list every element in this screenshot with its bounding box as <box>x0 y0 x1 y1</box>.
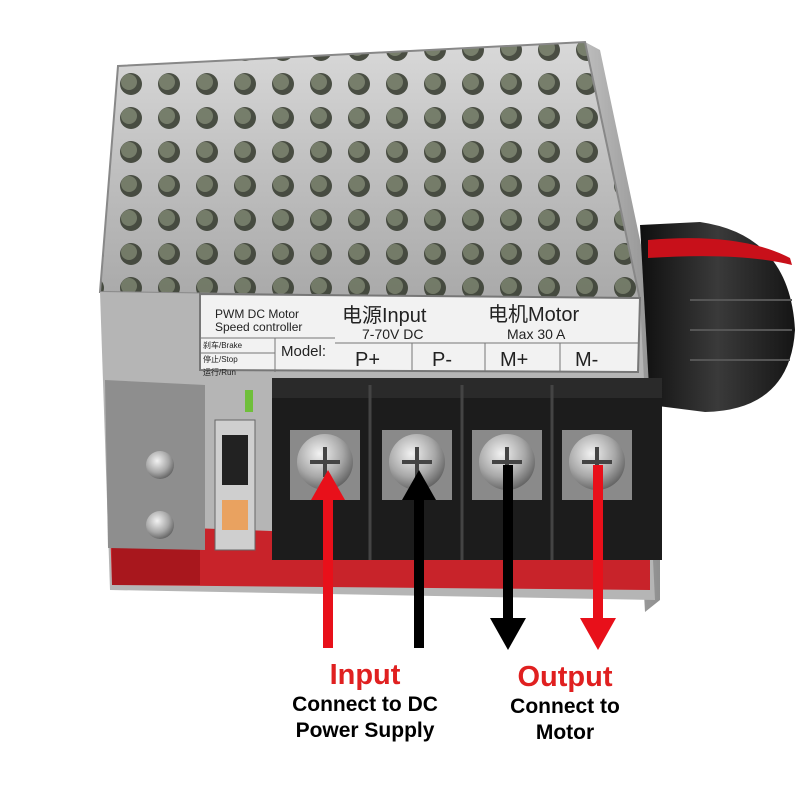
product-label: PWM DC Motor Speed controller 刹车/Brake 停… <box>199 292 642 377</box>
led-icon <box>245 390 253 412</box>
input-positive-arrow-icon <box>311 470 345 648</box>
output-positive-arrow-icon <box>490 465 526 650</box>
label-model: Model: <box>281 343 326 360</box>
mounting-screw-icon <box>146 451 174 479</box>
input-caption: Input Connect to DC Power Supply <box>270 658 460 744</box>
input-caption-line-2: Power Supply <box>295 719 435 742</box>
input-caption-line-1: Connect to DC <box>292 693 438 716</box>
terminal-screw-p-minus[interactable] <box>382 430 452 500</box>
label-line-1: PWM DC Motor <box>215 307 299 321</box>
label-run: 运行/Run <box>203 367 236 377</box>
output-negative-arrow-icon <box>580 465 616 650</box>
output-caption: Output Connect to Motor <box>490 660 640 746</box>
label-input-title: 电源Input <box>342 304 427 327</box>
terminal-label-m-minus: M- <box>575 349 598 371</box>
mounting-screw-icon <box>146 511 174 539</box>
housing-top <box>98 40 642 302</box>
label-current: Max 30 A <box>507 326 566 342</box>
label-stop: 停止/Stop <box>203 354 238 364</box>
input-negative-arrow-icon <box>402 470 436 648</box>
terminal-screw-p-plus[interactable] <box>290 430 360 500</box>
terminal-label-p-plus: P+ <box>355 349 380 371</box>
label-voltage: 7-70V DC <box>362 326 423 342</box>
terminal-label-p-minus: P- <box>432 349 452 371</box>
speed-knob[interactable] <box>640 222 795 412</box>
output-caption-line-1: Connect to <box>510 695 620 718</box>
label-brake: 刹车/Brake <box>203 340 243 350</box>
output-caption-line-2: Motor <box>535 721 595 744</box>
input-caption-title: Input <box>329 659 401 691</box>
label-motor-title: 电机Motor <box>488 303 579 326</box>
label-line-2: Speed controller <box>215 320 302 334</box>
terminal-label-m-plus: M+ <box>500 349 528 371</box>
output-caption-title: Output <box>517 661 613 693</box>
